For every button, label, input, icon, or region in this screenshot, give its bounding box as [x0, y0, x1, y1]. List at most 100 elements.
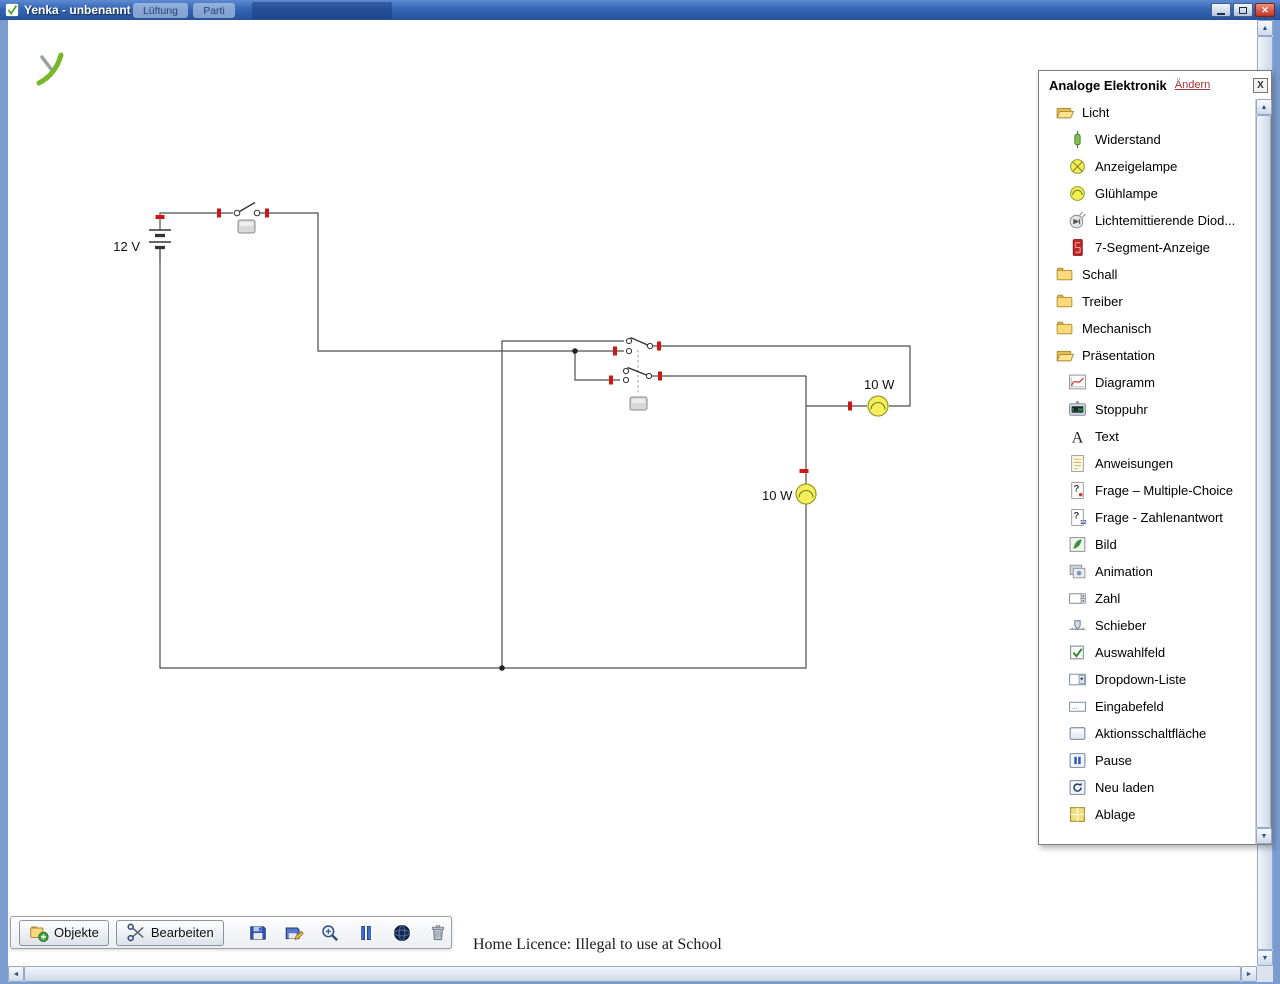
panel-item-label: Anweisungen	[1095, 456, 1173, 471]
switch-main[interactable]	[234, 203, 260, 216]
lamp-1-power-label: 10 W	[864, 377, 895, 392]
panel-item-label: Auswahlfeld	[1095, 645, 1165, 660]
panel-item-diagramm[interactable]: Diagramm	[1039, 369, 1255, 396]
panel-item-anweisungen[interactable]: Anweisungen	[1039, 450, 1255, 477]
toolbar-tools	[243, 920, 459, 946]
panel-item-prasentation[interactable]: Präsentation	[1039, 342, 1255, 369]
wires[interactable]	[160, 213, 910, 668]
panel-item-ablage[interactable]: Ablage	[1039, 801, 1255, 828]
panel-item-label: Bild	[1095, 537, 1117, 552]
panel-item-pause[interactable]: Pause	[1039, 747, 1255, 774]
panel-item-frage-multiple-choice[interactable]: ?Frage – Multiple-Choice	[1039, 477, 1255, 504]
panel-close-button[interactable]: X	[1253, 78, 1268, 93]
panel-item-label: Glühlampe	[1095, 186, 1158, 201]
panel-item-label: Treiber	[1082, 294, 1123, 309]
question-num-icon: ?12	[1068, 508, 1088, 528]
panel-item-label: Anzeigelampe	[1095, 159, 1177, 174]
panel-item-schall[interactable]: Schall	[1039, 261, 1255, 288]
maximize-button[interactable]	[1233, 3, 1253, 17]
folder-open-icon	[1055, 103, 1075, 123]
change-link[interactable]: Ändern	[1175, 79, 1210, 91]
instructions-icon	[1068, 454, 1088, 474]
save-as-button[interactable]	[279, 920, 309, 946]
scroll-down-button[interactable]: ▼	[1257, 950, 1273, 966]
minimize-icon	[1217, 13, 1225, 15]
panel-item-label: Pause	[1095, 753, 1132, 768]
pause-button[interactable]	[351, 920, 381, 946]
lamp-2-power-label: 10 W	[762, 488, 793, 503]
minimize-button[interactable]	[1211, 3, 1231, 17]
panel-item-auswahlfeld[interactable]: Auswahlfeld	[1039, 639, 1255, 666]
world-button[interactable]	[387, 920, 417, 946]
panel-item-label: Neu laden	[1095, 780, 1154, 795]
panel-scrollbar[interactable]: ▲ ▼	[1255, 99, 1271, 844]
license-status-text: Home Licence: Illegal to use at School	[473, 936, 722, 954]
panel-item-treiber[interactable]: Treiber	[1039, 288, 1255, 315]
save-button[interactable]	[243, 920, 273, 946]
svg-text:0.00: 0.00	[1071, 406, 1085, 413]
led-icon	[1068, 211, 1088, 231]
panel-item-label: Eingabefeld	[1095, 699, 1164, 714]
battery-voltage-label: 12 V	[113, 239, 140, 254]
scroll-left-button[interactable]: ◄	[8, 966, 24, 982]
dropdown-icon	[1068, 670, 1088, 690]
panel-item-anzeigelampe[interactable]: Anzeigelampe	[1039, 153, 1255, 180]
chart-icon	[1068, 373, 1088, 393]
panel-header: Analoge Elektronik Ändern X	[1039, 71, 1271, 99]
lamp-2[interactable]	[796, 484, 816, 504]
switch-main-button[interactable]	[238, 220, 255, 233]
titlebar: Yenka - unbenannt Lüftung Parti ✕	[0, 0, 1280, 20]
panel-item-licht[interactable]: Licht	[1039, 99, 1255, 126]
text-icon: A	[1068, 427, 1088, 447]
background-window	[252, 2, 392, 19]
seven-segment-icon	[1068, 238, 1088, 258]
background-window-tab: Lüftung	[133, 3, 188, 18]
panel-item-7-segment-anzeige[interactable]: 7-Segment-Anzeige	[1039, 234, 1255, 261]
panel-item-stoppuhr[interactable]: 0.00Stoppuhr	[1039, 396, 1255, 423]
zoom-button[interactable]	[315, 920, 345, 946]
scroll-right-button[interactable]: ►	[1241, 966, 1257, 982]
panel-item-text[interactable]: A Text	[1039, 423, 1255, 450]
panel-item-schieber[interactable]: Schieber	[1039, 612, 1255, 639]
tray-icon	[1068, 805, 1088, 825]
panel-item-frage-zahlenantwort[interactable]: ?12Frage - Zahlenantwort	[1039, 504, 1255, 531]
panel-item-label: Frage – Multiple-Choice	[1095, 483, 1233, 498]
panel-item-label: Aktionsschaltfläche	[1095, 726, 1206, 741]
switch-upper[interactable]	[626, 338, 652, 354]
pause-tool-icon	[356, 923, 376, 943]
indicator-lamp-icon	[1068, 157, 1088, 177]
toolbar-button-objekte[interactable]: Objekte	[19, 920, 109, 946]
toolbar-button-bearbeiten[interactable]: Bearbeiten	[116, 920, 224, 946]
close-button[interactable]: ✕	[1255, 3, 1275, 17]
component-list: LichtWiderstandAnzeigelampeGlühlampeLich…	[1039, 99, 1255, 844]
panel-item-widerstand[interactable]: Widerstand	[1039, 126, 1255, 153]
panel-item-dropdown-liste[interactable]: Dropdown-Liste	[1039, 666, 1255, 693]
panel-item-animation[interactable]: Animation	[1039, 558, 1255, 585]
panel-item-aktionsschaltflache[interactable]: Aktionsschaltfläche	[1039, 720, 1255, 747]
panel-item-label: 7-Segment-Anzeige	[1095, 240, 1210, 255]
panel-scroll-down-button[interactable]: ▼	[1256, 828, 1272, 844]
checkbox-icon	[1068, 643, 1088, 663]
panel-item-zahl[interactable]: Zahl	[1039, 585, 1255, 612]
panel-item-label: Text	[1095, 429, 1119, 444]
delete-button[interactable]	[423, 920, 453, 946]
panel-scroll-thumb[interactable]	[1256, 115, 1271, 828]
panel-item-gluhlampe[interactable]: Glühlampe	[1039, 180, 1255, 207]
battery[interactable]	[149, 230, 171, 262]
resistor-icon	[1068, 130, 1088, 150]
save-icon	[248, 923, 268, 943]
scroll-up-button[interactable]: ▲	[1257, 20, 1273, 36]
svg-text:A: A	[1072, 429, 1084, 446]
panel-item-mechanisch[interactable]: Mechanisch	[1039, 315, 1255, 342]
switch-toggle-button[interactable]	[630, 397, 647, 410]
panel-item-label: Lichtemittierende Diod...	[1095, 213, 1235, 228]
panel-scroll-up-button[interactable]: ▲	[1256, 99, 1272, 115]
panel-item-bild[interactable]: Bild	[1039, 531, 1255, 558]
panel-item-neu-laden[interactable]: Neu laden	[1039, 774, 1255, 801]
lamp-1[interactable]	[868, 396, 888, 416]
panel-item-label: Widerstand	[1095, 132, 1161, 147]
panel-item-eingabefeld[interactable]: ...Eingabefeld	[1039, 693, 1255, 720]
horizontal-scroll-thumb[interactable]	[24, 966, 1241, 982]
horizontal-scrollbar[interactable]: ◄ ►	[8, 966, 1257, 982]
panel-item-lichtemittierende-diod[interactable]: Lichtemittierende Diod...	[1039, 207, 1255, 234]
